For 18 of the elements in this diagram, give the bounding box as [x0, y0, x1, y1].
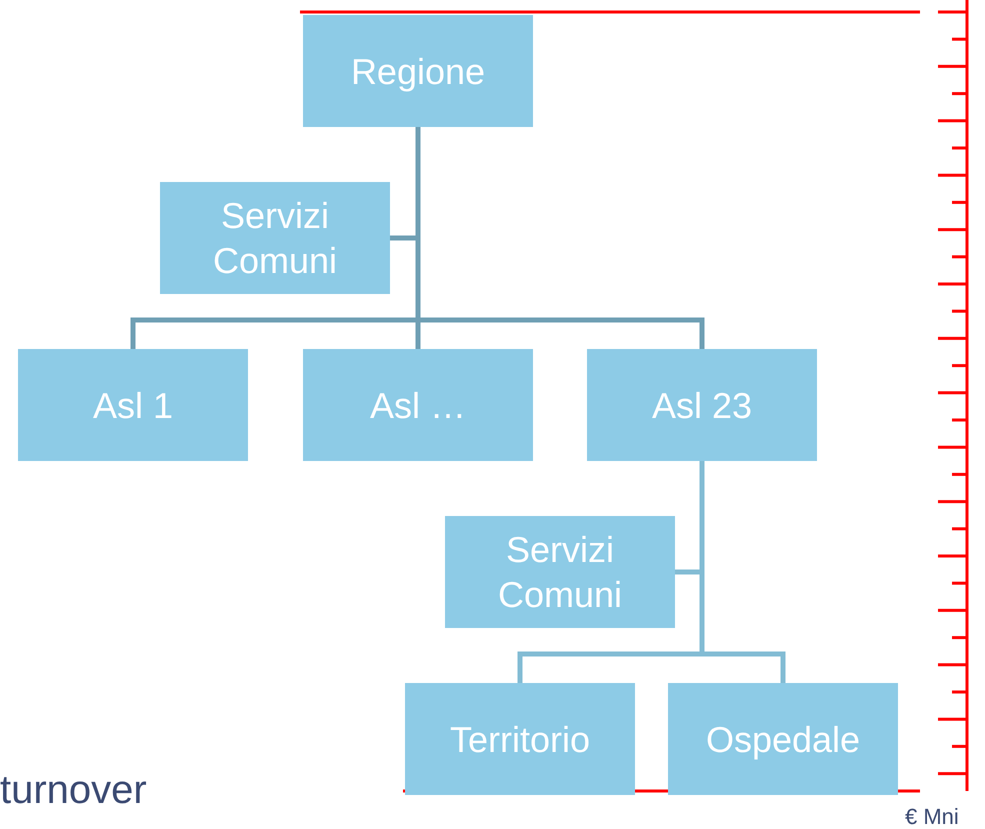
org-box	[303, 15, 533, 127]
org-label: Ospedale	[706, 718, 860, 762]
org-label: Territorio	[450, 718, 590, 762]
org-box	[18, 349, 248, 461]
org-box	[160, 182, 390, 294]
unit-label: € Mni	[905, 804, 959, 829]
org-box	[668, 683, 898, 795]
org-box	[405, 683, 635, 795]
axis-label: turnover	[0, 768, 147, 813]
org-label: Asl 1	[92, 384, 174, 428]
org-box	[303, 349, 533, 461]
org-box	[587, 349, 817, 461]
org-label: Servizi Comuni	[212, 194, 338, 283]
org-box	[445, 516, 675, 628]
org-label: Regione	[350, 50, 486, 94]
org-label: Asl 23	[652, 384, 752, 428]
org-label: Asl …	[370, 384, 466, 428]
org-label: Servizi Comuni	[496, 528, 624, 617]
